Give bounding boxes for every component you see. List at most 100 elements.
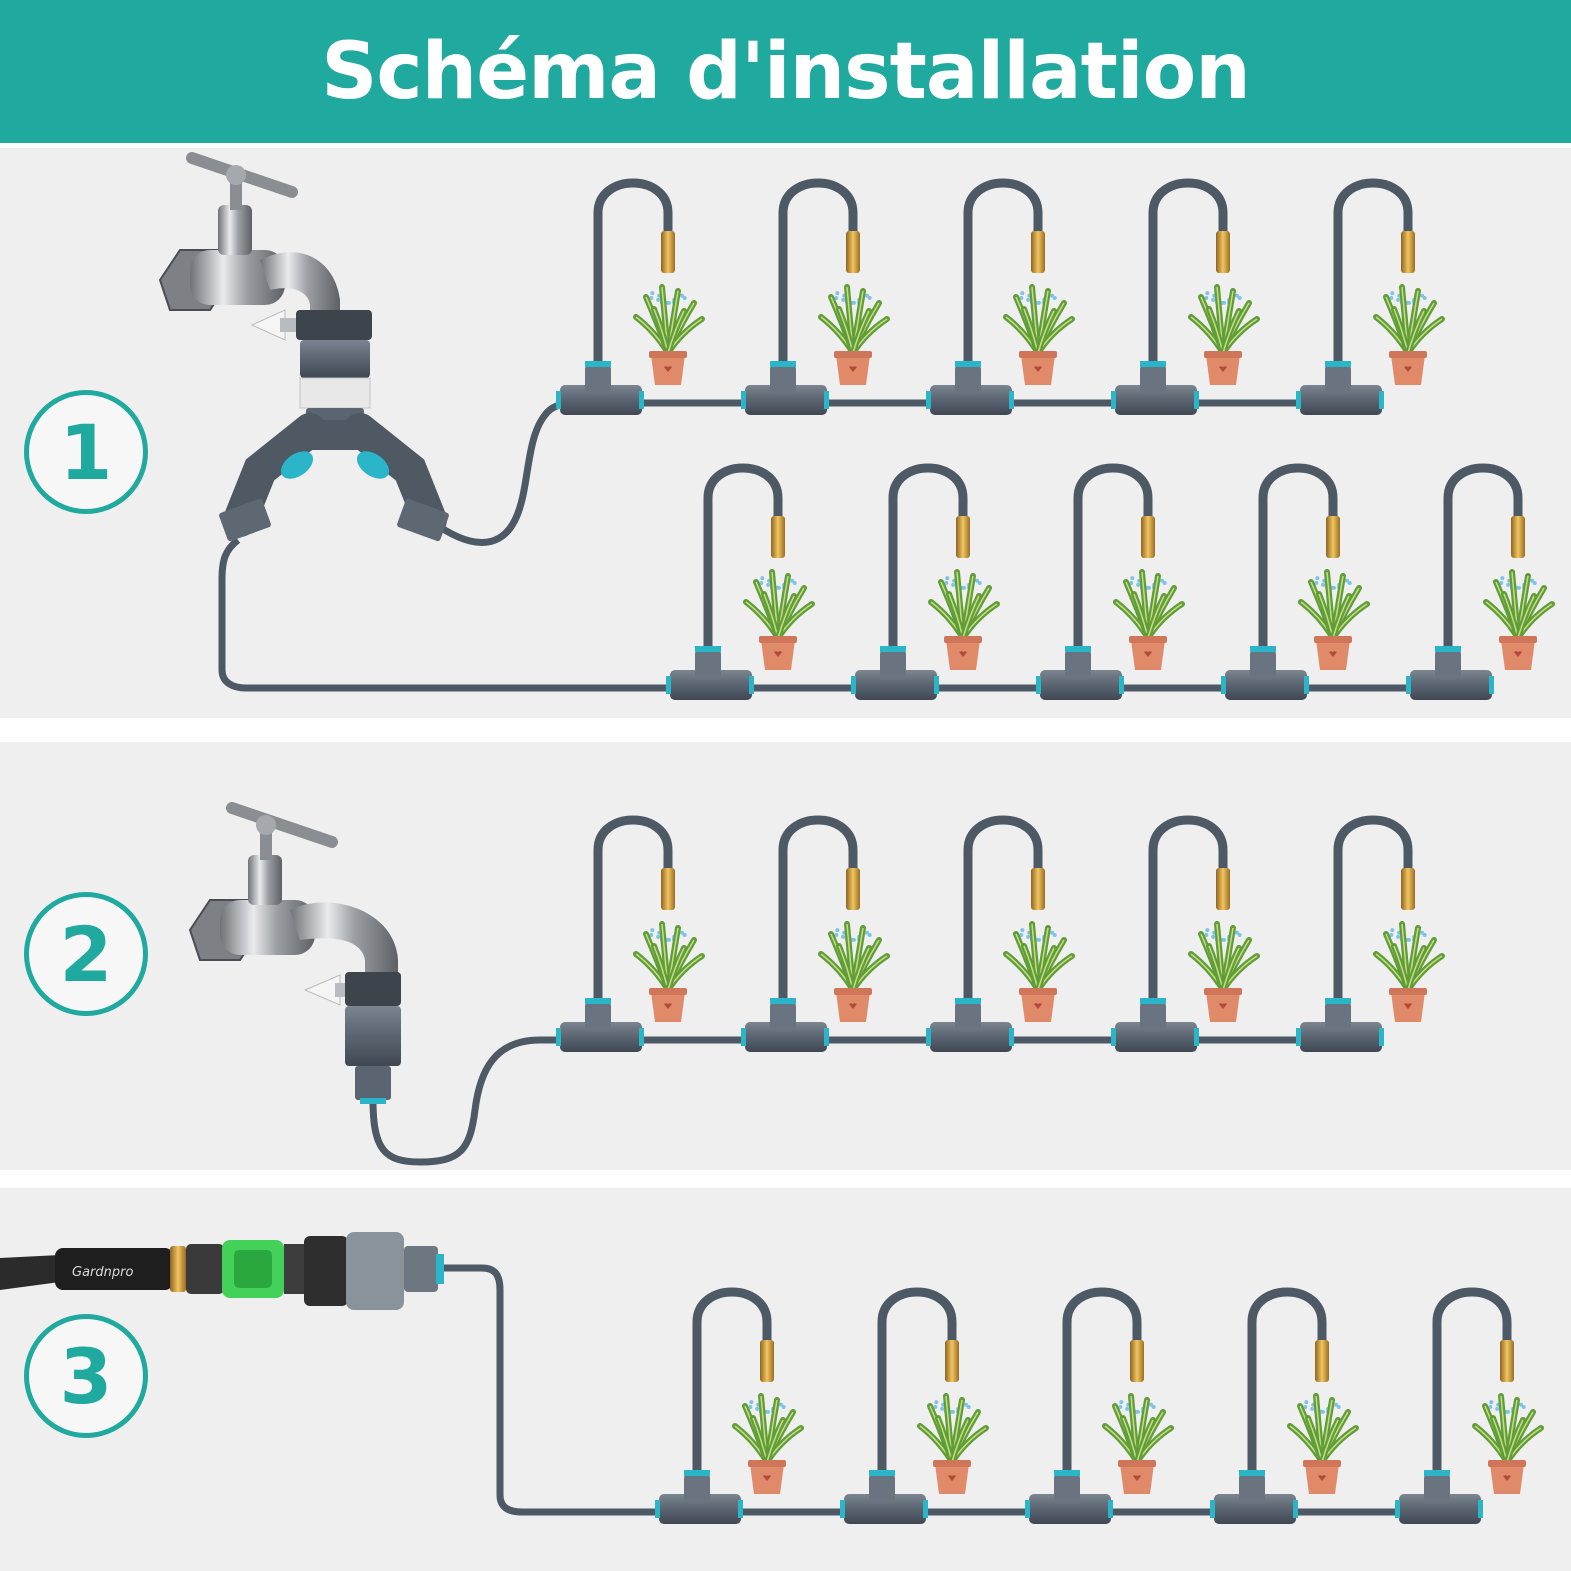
plant-icon: [818, 921, 890, 1022]
step-3-badge: 3: [24, 1314, 148, 1438]
tee-fitting: [844, 1494, 926, 1524]
tee-fitting: [930, 1022, 1012, 1052]
sprinkler-unit: [1395, 1287, 1544, 1524]
tee-fitting: [930, 385, 1012, 415]
tee-fitting: [560, 385, 642, 415]
nozzle-icon: [760, 1340, 774, 1382]
step-2-badge: 2: [24, 892, 148, 1016]
plant-icon: [917, 1393, 989, 1494]
plant-icon: [1102, 1393, 1174, 1494]
tee-fitting: [1115, 1022, 1197, 1052]
nozzle-icon: [1141, 516, 1155, 558]
sprinkler-unit: [926, 815, 1075, 1052]
plant-icon: [1287, 1393, 1359, 1494]
nozzle-icon: [1401, 868, 1415, 910]
step-1-diagram: [158, 152, 1555, 700]
plant-icon: [1113, 569, 1185, 670]
nozzle-icon: [661, 868, 675, 910]
plant-icon: [1188, 284, 1260, 385]
tee-fitting: [659, 1494, 741, 1524]
sprinkler-unit: [556, 178, 705, 415]
nozzle-icon: [1031, 868, 1045, 910]
plant-icon: [1373, 284, 1445, 385]
nozzle-icon: [956, 516, 970, 558]
sprinkler-unit: [1036, 463, 1185, 700]
nozzle-icon: [945, 1340, 959, 1382]
nozzle-icon: [846, 231, 860, 273]
plant-icon: [732, 1393, 804, 1494]
sprinkler-row-1a: [556, 178, 1445, 415]
nozzle-icon: [661, 231, 675, 273]
sprinkler-unit: [1025, 1287, 1174, 1524]
nozzle-icon: [1130, 1340, 1144, 1382]
sprinkler-unit: [1406, 463, 1555, 700]
tee-fitting: [560, 1022, 642, 1052]
sprinkler-unit: [1111, 815, 1260, 1052]
plant-icon: [633, 921, 705, 1022]
page-title: Schéma d'installation: [321, 26, 1250, 117]
sprinkler-unit: [926, 178, 1075, 415]
tee-fitting: [1225, 670, 1307, 700]
tee-fitting: [1399, 1494, 1481, 1524]
nozzle-icon: [1401, 231, 1415, 273]
tee-fitting: [1040, 670, 1122, 700]
plant-icon: [1188, 921, 1260, 1022]
sprinkler-row-2: [556, 815, 1445, 1052]
sprinkler-unit: [840, 1287, 989, 1524]
y-splitter: [219, 413, 449, 542]
nozzle-icon: [1315, 1340, 1329, 1382]
nozzle-icon: [846, 868, 860, 910]
sprinkler-unit: [666, 463, 815, 700]
plant-icon: [928, 569, 1000, 670]
plant-icon: [1003, 921, 1075, 1022]
tee-fitting: [1029, 1494, 1111, 1524]
garden-hose: Gardnpro: [0, 1232, 444, 1310]
nozzle-icon: [771, 516, 785, 558]
plant-icon: [1298, 569, 1370, 670]
tee-fitting: [1300, 1022, 1382, 1052]
plant-icon: [633, 284, 705, 385]
nozzle-icon: [1031, 231, 1045, 273]
feed-tube: [440, 1264, 1475, 1516]
sprinkler-unit: [655, 1287, 804, 1524]
step-2-diagram: [188, 802, 1445, 1166]
tap-adapter: [303, 972, 401, 1104]
sprinkler-unit: [556, 815, 705, 1052]
plant-icon: [1483, 569, 1555, 670]
faucet-icon: [188, 802, 398, 975]
step-1-badge: 1: [24, 390, 148, 514]
plant-icon: [818, 284, 890, 385]
step-3-diagram: Gardnpro: [0, 1232, 1544, 1524]
tee-fitting: [1300, 385, 1382, 415]
sprinkler-unit: [1296, 815, 1445, 1052]
title-banner: Schéma d'installation: [0, 0, 1571, 143]
sprinkler-unit: [741, 178, 890, 415]
hose-brand-label: Gardnpro: [72, 1265, 133, 1280]
sprinkler-unit: [1221, 463, 1370, 700]
tee-fitting: [855, 670, 937, 700]
sprinkler-row-3: [655, 1287, 1544, 1524]
tee-fitting: [1410, 670, 1492, 700]
tee-fitting: [745, 385, 827, 415]
plant-icon: [1373, 921, 1445, 1022]
nozzle-icon: [1216, 868, 1230, 910]
sprinkler-unit: [851, 463, 1000, 700]
sprinkler-unit: [1210, 1287, 1359, 1524]
feed-tube: [369, 1036, 1375, 1166]
tee-fitting: [1115, 385, 1197, 415]
faucet-icon: [158, 152, 340, 320]
sprinkler-unit: [741, 815, 890, 1052]
tee-fitting: [670, 670, 752, 700]
plant-icon: [743, 569, 815, 670]
sprinkler-unit: [1111, 178, 1260, 415]
tap-adapter: [250, 309, 372, 430]
feed-tube-lower: [218, 537, 1470, 692]
plant-icon: [1003, 284, 1075, 385]
sprinkler-unit: [1296, 178, 1445, 415]
nozzle-icon: [1511, 516, 1525, 558]
nozzle-icon: [1216, 231, 1230, 273]
nozzle-icon: [1326, 516, 1340, 558]
plant-icon: [1472, 1393, 1544, 1494]
tee-fitting: [745, 1022, 827, 1052]
